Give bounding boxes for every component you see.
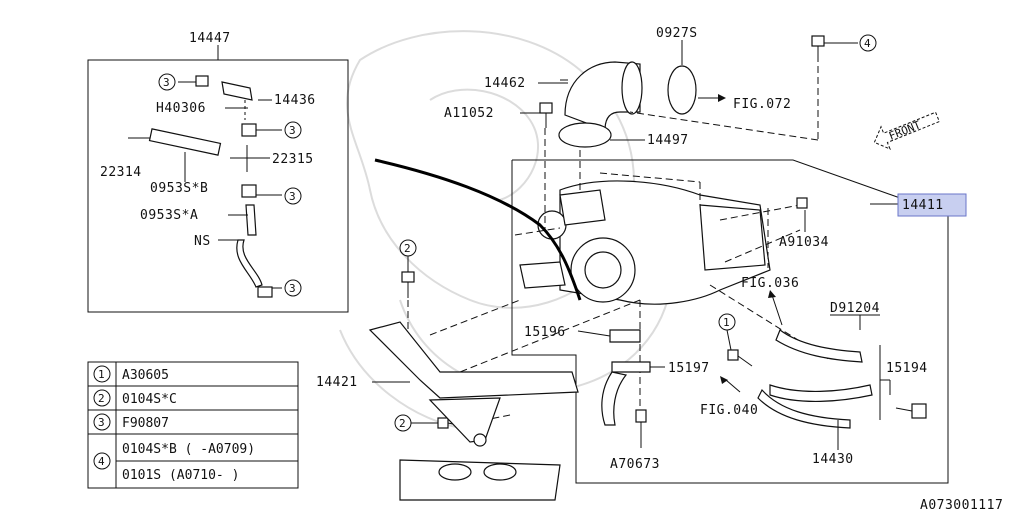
- legend-code[interactable]: 0104S*C: [122, 392, 177, 407]
- front-label: FRONT: [887, 118, 923, 143]
- bracket: [368, 321, 579, 447]
- callout-3: 3: [289, 190, 296, 203]
- label-d91204[interactable]: D91204: [830, 301, 880, 316]
- label-fig036[interactable]: FIG.036: [741, 276, 799, 291]
- legend-num: 4: [98, 455, 105, 468]
- label-14436[interactable]: 14436: [274, 93, 316, 108]
- arrows: [698, 94, 783, 393]
- label-0927s[interactable]: 0927S: [656, 26, 698, 41]
- legend-num: 1: [98, 368, 105, 381]
- turbo-boundary: [511, 159, 949, 484]
- legend-code[interactable]: 0101S (A0710- ): [122, 468, 239, 483]
- label-ns[interactable]: NS: [194, 234, 211, 249]
- label-0953s-b[interactable]: 0953S*B: [150, 181, 208, 196]
- legend-code[interactable]: 0104S*B ( -A0709): [122, 442, 255, 457]
- elbow-pipe: [558, 61, 697, 148]
- label-15197[interactable]: 15197: [668, 361, 710, 376]
- turbocharger: [519, 180, 771, 305]
- legend-num: 2: [98, 392, 105, 405]
- legend-code[interactable]: A30605: [122, 368, 169, 383]
- highlight-14411[interactable]: [897, 193, 967, 217]
- legend-table: 1 2 3 4 A30605 0104S*C F90807 0104S*B ( …: [87, 361, 299, 489]
- callout-4: 4: [864, 37, 871, 50]
- label-14411[interactable]: 14411: [902, 198, 944, 213]
- label-14421[interactable]: 14421: [316, 375, 358, 390]
- callout-3: 3: [163, 76, 170, 89]
- callout-2: 2: [399, 417, 406, 430]
- label-fig040[interactable]: FIG.040: [700, 403, 758, 418]
- label-a91034[interactable]: A91034: [779, 235, 829, 250]
- label-fig072[interactable]: FIG.072: [733, 97, 791, 112]
- label-15196[interactable]: 15196: [524, 325, 566, 340]
- label-22314[interactable]: 22314: [100, 165, 142, 180]
- callout-markers: 3 3 3 3 4 2 2 1: [158, 34, 877, 432]
- legend-num: 3: [98, 416, 105, 429]
- label-0953s-a[interactable]: 0953S*A: [140, 208, 198, 223]
- legend-code[interactable]: F90807: [122, 416, 169, 431]
- wire-leader: [374, 158, 582, 301]
- label-15194[interactable]: 15194: [886, 361, 928, 376]
- callout-1: 1: [723, 316, 730, 329]
- label-14447[interactable]: 14447: [189, 31, 231, 46]
- label-14430[interactable]: 14430: [812, 452, 854, 467]
- flange: [399, 459, 561, 501]
- hose-assembly: [128, 75, 282, 298]
- gaskets-pipes: [601, 329, 891, 429]
- assembly-guides: [407, 55, 831, 426]
- label-14497[interactable]: 14497: [647, 133, 689, 148]
- label-22315[interactable]: 22315: [272, 152, 314, 167]
- front-indicator: FRONT: [873, 111, 940, 150]
- callout-3: 3: [289, 124, 296, 137]
- label-h40306[interactable]: H40306: [156, 101, 206, 116]
- diagram-id: A073001117: [920, 498, 1003, 512]
- pointer-lines: [184, 40, 898, 450]
- callout-3: 3: [289, 282, 296, 295]
- label-14462[interactable]: 14462: [484, 76, 526, 91]
- label-a11052[interactable]: A11052: [444, 106, 494, 121]
- part-labels: 14447 14436 H40306 22314 22315 0953S*B 0…: [100, 26, 1003, 512]
- callout-2: 2: [404, 242, 411, 255]
- label-a70673[interactable]: A70673: [610, 457, 660, 472]
